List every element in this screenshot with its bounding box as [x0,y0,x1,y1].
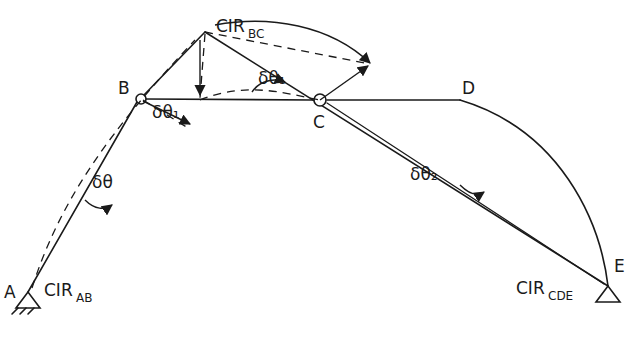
angle-label: δθ₁ [152,104,180,121]
cir-subscript: CDE [548,290,573,302]
support-letter: A [4,284,16,301]
cir-label: CIR [516,280,545,297]
point-letter: D [462,80,475,97]
cir-subscript: AB [76,292,92,304]
cir-label: CIR [44,282,73,299]
support-letter: E [614,258,625,275]
angle-label: δθ₂ [410,166,438,183]
cir-subscript: BC [248,28,264,40]
hinge-letter: B [118,80,130,97]
cir-label: CIR [216,18,245,35]
angle-label: δθ [92,174,113,191]
hinge-letter: C [313,114,325,131]
angle-label: δθ₁ [258,70,286,87]
